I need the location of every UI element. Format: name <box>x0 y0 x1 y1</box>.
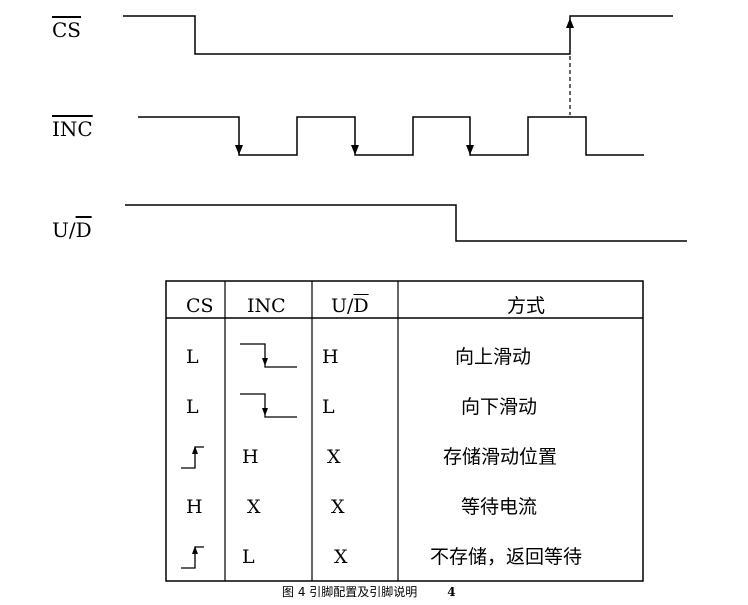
ud-signal-label: U/D <box>52 220 92 240</box>
rising-edge-arrowhead <box>192 446 198 454</box>
header-cs: CS <box>186 295 214 317</box>
row4-mode: 等待电流 <box>461 496 538 518</box>
rising-edge-arrowhead <box>192 546 198 554</box>
header-ud-prefix: U/ <box>331 295 354 317</box>
row1-ud: H <box>322 346 339 368</box>
row1-cs: L <box>186 346 199 368</box>
header-inc: INC <box>247 295 286 317</box>
header-ud-bar: D <box>353 295 369 317</box>
row3-ud: X <box>327 446 341 468</box>
rising-edge-icon <box>181 446 204 469</box>
inc-falling-arrow-3 <box>466 145 474 155</box>
row3-inc: H <box>242 446 259 468</box>
row3-mode: 存储滑动位置 <box>443 446 558 468</box>
header-ud: U/D <box>331 296 369 316</box>
row5-ud: X <box>334 546 348 568</box>
row4-cs: H <box>186 496 203 518</box>
inc-falling-arrow-1 <box>235 145 243 155</box>
caption-number: 4 <box>447 585 456 599</box>
row4-inc: X <box>247 496 261 518</box>
row2-ud: L <box>322 396 335 418</box>
row5-inc: L <box>242 546 255 568</box>
falling-edge-icon <box>240 343 297 368</box>
ud-waveform <box>125 204 687 242</box>
cs-waveform <box>123 15 673 55</box>
ud-signal-bar: D <box>75 218 92 242</box>
cs-signal-label: CS <box>52 18 82 42</box>
figure-caption: 图 4 引脚配置及引脚说明 4 <box>282 583 456 600</box>
row5-mode: 不存储，返回等待 <box>430 546 583 568</box>
mode-table-frame <box>165 280 644 582</box>
row1-mode: 向上滑动 <box>455 346 532 368</box>
ud-signal-prefix: U/ <box>52 218 76 242</box>
inc-falling-arrow-2 <box>351 145 359 155</box>
rising-edge-icon <box>181 546 204 569</box>
falling-edge-icon <box>240 393 297 418</box>
row2-cs: L <box>186 396 199 418</box>
row4-ud: X <box>331 496 345 518</box>
caption-text: 图 4 引脚配置及引脚说明 <box>282 585 418 599</box>
falling-edge-arrowhead <box>262 408 268 416</box>
inc-signal-label: INC <box>52 117 93 141</box>
cs-rising-arrowhead <box>566 18 574 28</box>
falling-edge-arrowhead <box>262 358 268 366</box>
row2-mode: 向下滑动 <box>461 396 538 418</box>
header-mode: 方式 <box>507 295 546 317</box>
inc-waveform <box>138 116 644 156</box>
